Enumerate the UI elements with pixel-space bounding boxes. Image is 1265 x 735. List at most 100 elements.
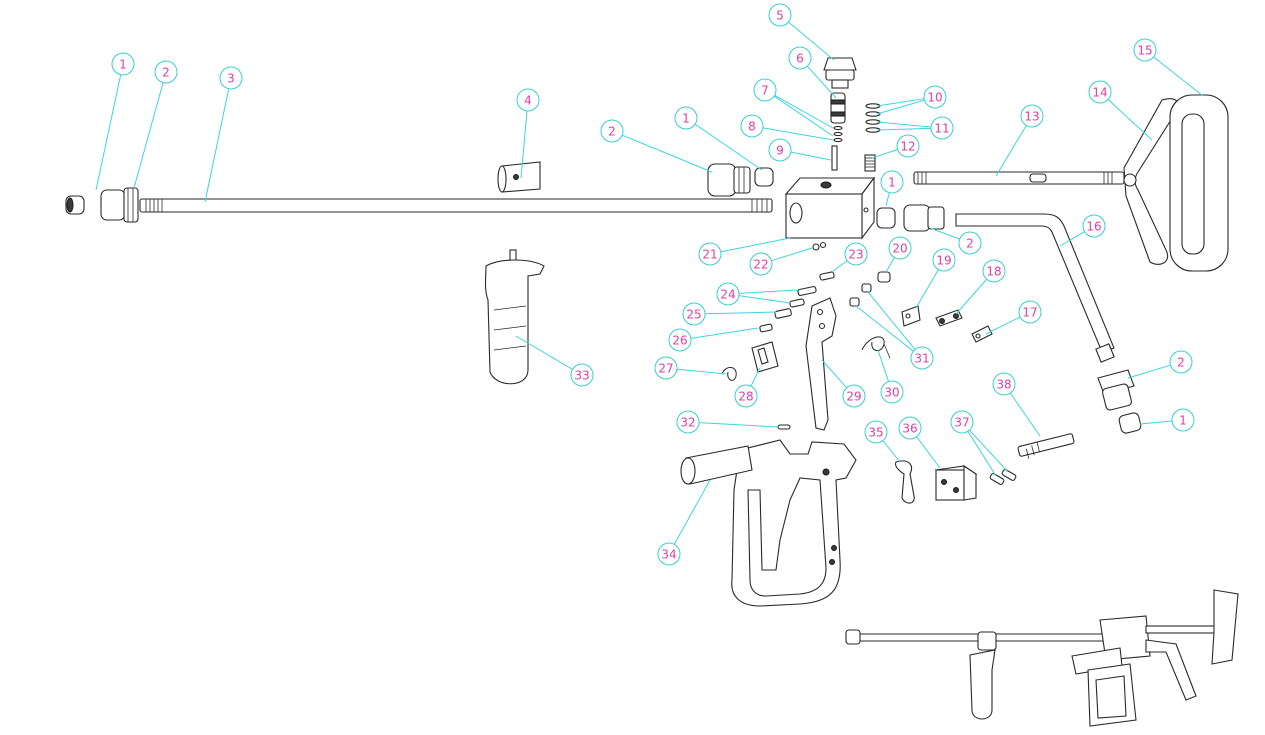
callout-leader-c2d bbox=[1127, 364, 1171, 379]
callout-label-c15: 15 bbox=[1137, 44, 1152, 58]
part-27-small-spring bbox=[721, 367, 737, 381]
callout-leader-c7 bbox=[773, 95, 834, 137]
callout-circle-c34 bbox=[657, 542, 681, 566]
callout-circle-c33 bbox=[570, 363, 594, 387]
callout-circle-c2a bbox=[154, 60, 178, 84]
callout-leader-c9 bbox=[790, 151, 832, 161]
callout-label-c37: 37 bbox=[954, 416, 969, 430]
part-2-lower-right-nut bbox=[1097, 369, 1135, 411]
part-1-lower-right-cap bbox=[1118, 412, 1142, 434]
callout-label-c5: 5 bbox=[776, 9, 784, 23]
part-26-pin bbox=[759, 323, 773, 333]
part-37-screws bbox=[989, 469, 1017, 485]
part-19-link bbox=[901, 305, 921, 327]
callout-label-c23: 23 bbox=[848, 248, 863, 262]
callout-label-c30: 30 bbox=[884, 386, 899, 400]
callout-circle-c14 bbox=[1088, 80, 1112, 104]
callout-label-c32: 32 bbox=[680, 416, 695, 430]
part-2-block-nut bbox=[707, 163, 751, 197]
callout-circle-c6 bbox=[788, 46, 812, 70]
callout-label-c2a: 2 bbox=[162, 66, 170, 80]
part-16-bent-tube bbox=[955, 213, 1115, 363]
callout-label-c25: 25 bbox=[686, 308, 701, 322]
part-9-pin bbox=[831, 145, 838, 171]
part-35-clip bbox=[894, 460, 915, 504]
part-3-lance-tube bbox=[139, 198, 773, 213]
callout-leader-c31 bbox=[855, 305, 914, 352]
callout-leader-c8 bbox=[762, 127, 834, 141]
part-32-small-pin bbox=[777, 424, 791, 430]
callout-label-c24: 24 bbox=[720, 288, 735, 302]
callout-leader-c25 bbox=[704, 311, 777, 315]
callout-label-c1b: 1 bbox=[682, 112, 690, 126]
callout-circle-c36 bbox=[898, 416, 922, 440]
callout-circle-c30 bbox=[880, 380, 904, 404]
callout-leader-c24 bbox=[738, 289, 799, 294]
callout-circle-c1d bbox=[1171, 408, 1195, 432]
callout-label-c1a: 1 bbox=[119, 58, 127, 72]
callout-leader-c16 bbox=[1059, 231, 1085, 247]
callout-circle-c2c bbox=[958, 231, 982, 255]
callout-leader-c13 bbox=[995, 125, 1027, 177]
assembled-view-thumbnail bbox=[845, 589, 1239, 727]
callout-label-c1c: 1 bbox=[888, 176, 896, 190]
callout-label-c14: 14 bbox=[1092, 86, 1107, 100]
callout-leader-c23 bbox=[831, 260, 848, 273]
part-4-collar bbox=[497, 161, 541, 193]
part-18-link bbox=[935, 309, 963, 327]
callout-leader-c15 bbox=[1153, 56, 1204, 97]
callout-leader-c10 bbox=[876, 99, 925, 115]
callout-leader-c21 bbox=[720, 237, 791, 253]
callout-label-c34: 34 bbox=[661, 548, 676, 562]
callout-label-c38: 38 bbox=[996, 378, 1011, 392]
callout-circle-c38 bbox=[992, 372, 1016, 396]
callout-label-c2b: 2 bbox=[608, 125, 616, 139]
part-1-right-cap bbox=[876, 207, 896, 229]
callout-circle-c13 bbox=[1020, 104, 1044, 128]
part-21-valve-block bbox=[784, 176, 876, 240]
callout-leader-c26 bbox=[690, 327, 759, 339]
callout-leader-c2a bbox=[133, 82, 164, 189]
callout-leader-c28 bbox=[750, 367, 761, 387]
callout-circle-c12 bbox=[896, 134, 920, 158]
callout-label-c19: 19 bbox=[936, 254, 951, 268]
callout-label-c1d: 1 bbox=[1179, 414, 1187, 428]
callout-label-c4: 4 bbox=[524, 94, 532, 108]
callout-label-c3: 3 bbox=[227, 72, 235, 86]
callout-circle-c35 bbox=[864, 420, 888, 444]
callout-leader-c12 bbox=[871, 149, 898, 159]
callout-label-c13: 13 bbox=[1024, 110, 1039, 124]
callout-label-c2c: 2 bbox=[966, 237, 974, 251]
callout-circle-c19 bbox=[932, 248, 956, 272]
part-2-left-nut bbox=[100, 187, 139, 223]
callout-label-c36: 36 bbox=[902, 422, 917, 436]
callout-label-c18: 18 bbox=[986, 265, 1001, 279]
callout-circle-c22 bbox=[749, 252, 773, 276]
part-7-8-orings bbox=[833, 125, 843, 143]
callout-circle-c27 bbox=[654, 356, 678, 380]
callout-leader-c7 bbox=[774, 94, 834, 129]
callout-leader-c3 bbox=[204, 88, 230, 203]
callout-leader-c27 bbox=[676, 368, 727, 375]
part-22-ball bbox=[812, 241, 827, 251]
part-15-butt-pad bbox=[1169, 94, 1229, 272]
callout-leader-c11 bbox=[876, 121, 932, 128]
callout-label-c8: 8 bbox=[748, 120, 756, 134]
callout-leader-c20 bbox=[885, 257, 895, 273]
callout-leader-c37 bbox=[969, 429, 1009, 473]
callout-circle-c1b bbox=[674, 106, 698, 130]
callout-label-c31: 31 bbox=[914, 352, 929, 366]
callout-leader-c19 bbox=[915, 269, 939, 309]
part-30-torsion-spring bbox=[861, 336, 891, 359]
callout-leader-c35 bbox=[882, 440, 901, 463]
part-17-link bbox=[971, 325, 993, 343]
callout-label-c29: 29 bbox=[846, 390, 861, 404]
callout-label-c12: 12 bbox=[900, 140, 915, 154]
callout-circle-c11 bbox=[930, 116, 954, 140]
part-20-bushing bbox=[877, 271, 891, 283]
callout-circle-c24 bbox=[716, 282, 740, 306]
callout-leader-c6 bbox=[806, 65, 837, 99]
callout-leader-c29 bbox=[821, 359, 848, 389]
callout-label-c7: 7 bbox=[761, 84, 769, 98]
callout-circle-c26 bbox=[668, 328, 692, 352]
